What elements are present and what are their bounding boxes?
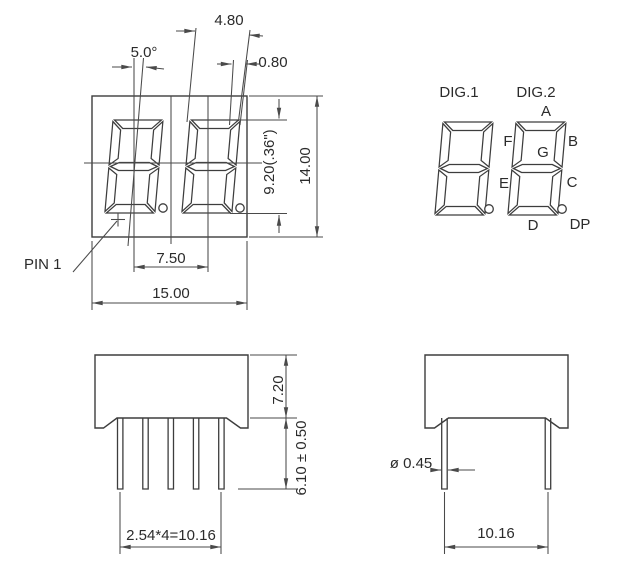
pin-1 [116,418,124,490]
front-view: 4.80 5.0° 0.80 9.20(.36") 14.00 7.50 15.… [24,12,323,310]
side-body-outline [94,354,249,429]
decimal-point-1 [158,203,168,213]
dim-lead-diameter-label: ø 0.45 [390,455,433,472]
dim-slant-angle-label: 5.0° [131,44,158,61]
pin1-leader-line [72,220,118,273]
dim-thickness-label: 7.20 [270,375,287,404]
dim-digit-width-label: 4.80 [214,12,243,29]
dim-digit-pitch-label: 7.50 [156,250,185,267]
segment-dp-label: DP [570,216,591,233]
dig2-glyph [507,121,567,216]
dig1-label: DIG.1 [439,84,478,101]
pin-4 [192,418,200,490]
dig1-glyph [434,121,494,216]
segment-d-label: D [528,217,539,234]
segment-e-label: E [499,175,509,192]
dim-lead-length-label: 6.10 ± 0.50 [293,421,310,496]
decimal-point-2 [235,203,245,213]
end-pin-right [544,418,552,490]
segment-c-label: C [567,174,578,191]
pin-3 [167,418,175,490]
dig2-label: DIG.2 [516,84,555,101]
slant-reference-line [127,57,145,247]
ext-seg-width-right [239,59,249,126]
pin-2 [142,418,149,490]
ext-digit-width-left [186,27,197,123]
arrow-digit-width-right [248,33,264,38]
end-view: ø 0.45 10.16 [390,354,569,554]
arrow-slant-right [145,65,165,71]
segment-diagram: DIG.1 DIG.2 A F B G E C D DP [434,84,591,234]
dig2-dp-circle [557,204,567,214]
pin-5 [218,418,225,490]
end-pin-left [441,418,448,490]
pin1-label: PIN 1 [24,256,62,273]
segment-g-label: G [537,144,549,161]
dim-segment-width-label: 0.80 [258,54,287,71]
dim-body-width-label: 15.00 [152,285,190,302]
end-lead-pins [441,418,552,490]
digit-2-glyph [181,119,241,214]
lead-pins [116,418,225,490]
side-view: 7.20 6.10 ± 0.50 2.54*4=10.16 [94,354,310,554]
package-outline [91,95,248,238]
dim-span-label: 10.16 [477,525,515,542]
segment-a-label: A [541,103,551,120]
ext-digit-width-right [237,29,251,122]
dim-body-height-label: 14.00 [297,147,314,185]
dim-lead-pitch-label: 2.54*4=10.16 [126,527,216,544]
dim-digit-height-label: 9.20(.36") [261,129,278,194]
ext-seg-width-left [228,59,235,126]
segment-f-label: F [503,133,512,150]
segment-b-label: B [568,133,578,150]
dig1-dp-circle [484,204,494,214]
end-body-outline [424,354,569,429]
